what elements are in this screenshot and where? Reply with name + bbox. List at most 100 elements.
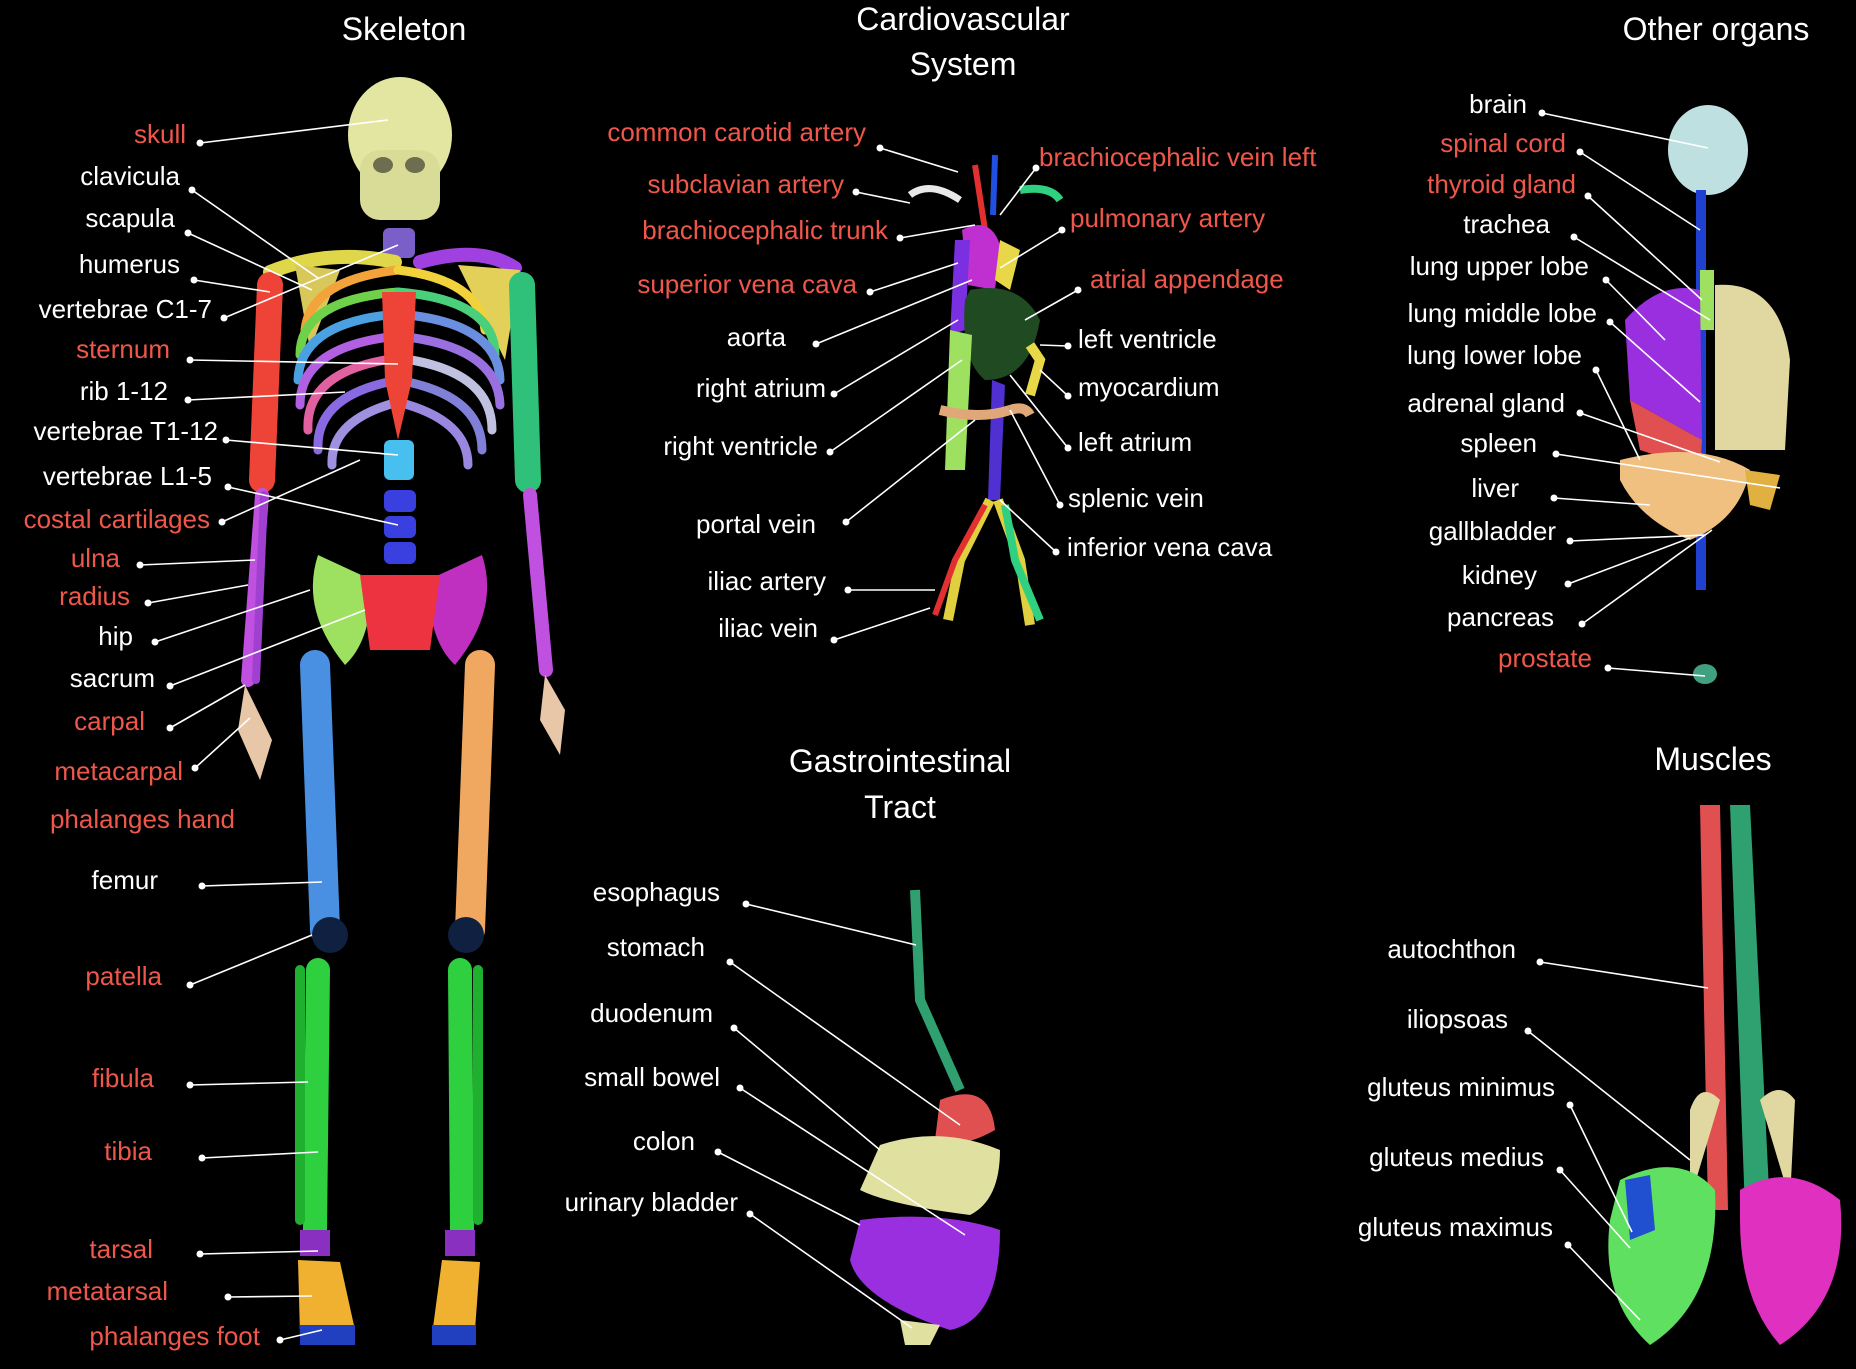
trachea-leader-dot [1570,233,1578,241]
right-ventricle-leader-line [829,359,963,453]
face-shape [360,150,440,220]
esophagus-leader-dot [742,900,750,908]
hip-label: hip [98,621,133,651]
rib-1-12-leader-dot [184,396,192,404]
brachiocephalic-trunk-leader-dot [896,234,904,242]
fibula-leader-line [189,1081,309,1086]
pancreas-leader-dot [1578,620,1586,628]
aorta-leader-dot [812,340,820,348]
lung-lower-lobe-leader-dot [1592,366,1600,374]
inferior-vena-cava-leader-line [999,499,1057,553]
iliac-vein-leader-dot [830,636,838,644]
hip-leader-dot [151,638,159,646]
ulna-leader-line [139,559,256,566]
liver-leader-dot [1550,494,1558,502]
pancreas-leader-line [1581,529,1713,625]
superior-vena-cava-leader-dot [866,288,874,296]
pulmonary-artery-leader-line [999,229,1063,269]
radius-leader-dot [144,599,152,607]
small-bowel-leader-line [739,1087,966,1236]
brachiocephalic-vein-left-label: brachiocephalic vein left [1039,142,1317,172]
humerus-label: humerus [79,249,180,279]
tibia-leader-line [201,1151,319,1159]
right-atrium-leader-line [833,319,959,395]
gluteus-maximus-leader-line [1567,1244,1641,1321]
fibula-label: fibula [92,1063,155,1093]
metatarsal-leader-line [227,1295,313,1298]
cervical-spine-shape [383,228,415,258]
gluteus-maximus-label: gluteus maximus [1358,1212,1553,1242]
radius-label: radius [59,581,130,611]
skull-leader-line [199,119,389,144]
sternum-leader-line [189,359,399,365]
hip-right-shape [428,555,488,665]
brachiocephalic-trunk-leader-line [899,224,976,239]
lung-middle-lobe-leader-dot [1606,318,1614,326]
colon-leader-dot [714,1148,722,1156]
splenic-vein-leader-line [1009,409,1061,506]
rib-1-12-label: rib 1-12 [80,376,168,406]
cardiovascular-illustration [907,154,1064,626]
sacrum-label: sacrum [70,663,155,693]
atrial-appendage-leader-line [1024,289,1079,321]
brachiocephalic-vein-left-leader-dot [1032,164,1040,172]
iliac-artery-leader-dot [844,586,852,594]
skeleton-illustration [238,77,565,1345]
small-bowel-label: small bowel [584,1062,720,1092]
adrenal-gland-leader-dot [1576,409,1584,417]
small-bowel-leader-dot [736,1084,744,1092]
portal-vein-label: portal vein [696,509,816,539]
autochthon-leader-line [1539,961,1709,989]
clavicula-label: clavicula [80,161,180,191]
prostate-leader-line [1607,667,1706,677]
hip-left-shape [312,555,372,665]
gallbladder-leader-line [1569,534,1706,542]
left-ventricle-leader-dot [1064,342,1072,350]
right-atrium-leader-dot [830,390,838,398]
iliopsoas-leader-line [1527,1030,1691,1161]
radius-leader-line [147,584,249,604]
prostate-label: prostate [1498,643,1592,673]
vertebrae-c1-7-leader-line [223,244,399,319]
patella-leader-line [189,934,313,986]
metacarpal-label: metacarpal [54,756,183,786]
myocardium-leader-dot [1064,392,1072,400]
superior-vena-cava-label: superior vena cava [637,269,857,299]
atrial-appendage-leader-dot [1074,286,1082,294]
skull-label: skull [134,119,186,149]
vertebrae-t1-12-leader-line [225,439,399,456]
ulna-leader-dot [136,561,144,569]
metacarpal-leader-line [194,717,251,769]
vertebrae-l1-5-label: vertebrae L1-5 [43,461,212,491]
trachea-leader-line [1573,236,1711,321]
other-organs-illustration [1620,105,1790,684]
scapula-leader-line [187,232,313,291]
portal-vein-leader-dot [842,518,850,526]
humerus-leader-line [193,279,271,293]
right-atrium-label: right atrium [696,373,826,403]
iliopsoas-leader-dot [1524,1027,1532,1035]
aorta-label: aorta [727,322,787,352]
gluteus-medius-leader-line [1559,1169,1631,1249]
duodenum-leader-dot [730,1024,738,1032]
gluteus-medius-leader-dot [1556,1166,1564,1174]
brachiocephalic-trunk-label: brachiocephalic trunk [642,215,889,245]
costal-cartilages-label: costal cartilages [24,504,210,534]
inferior-vena-cava-leader-dot [1052,548,1060,556]
lung-lower-lobe-leader-line [1595,369,1641,461]
common-carotid-artery-leader-line [879,147,959,173]
esophagus-leader-line [745,903,917,946]
right-ventricle-label: right ventricle [663,431,818,461]
autochthon-label: autochthon [1387,934,1516,964]
lung-middle-lobe-label: lung middle lobe [1408,298,1597,328]
aorta-leader-line [815,279,973,345]
hip-leader-line [154,589,311,643]
tarsal-label: tarsal [89,1234,153,1264]
lung-upper-lobe-leader-line [1605,279,1666,341]
kidney-leader-line [1567,537,1691,585]
subclavian-artery-leader-line [855,191,911,204]
lung-upper-lobe-leader-dot [1602,276,1610,284]
humerus-leader-dot [190,276,198,284]
tibia-label: tibia [104,1136,152,1166]
